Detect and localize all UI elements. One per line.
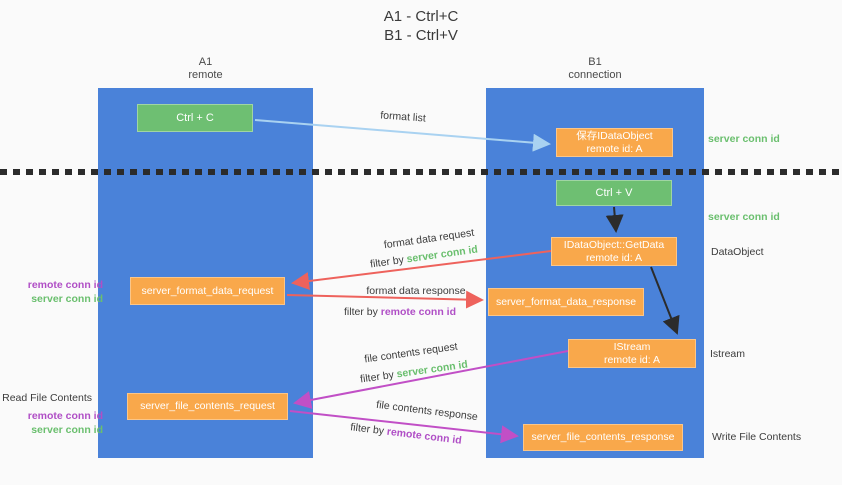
box-ctrl-v: Ctrl + V <box>556 180 672 206</box>
box-ctrl-c: Ctrl + C <box>137 104 253 132</box>
box-server-format-data-request-label: server_format_data_request <box>141 284 274 297</box>
diagram-title: A1 - Ctrl+C B1 - Ctrl+V <box>0 7 842 45</box>
box-server-format-data-response-label: server_format_data_response <box>495 295 637 308</box>
box-istream-line1: IStream <box>613 341 651 353</box>
lifeline-header-a1: A1 remote <box>98 56 313 82</box>
box-getdata-line2: remote id: A <box>585 251 643 264</box>
label-left-server-conn-id-1: server conn id <box>31 293 103 305</box>
label-left-remote-conn-id-2: remote conn id <box>27 410 103 422</box>
label-filter-by-remote-conn-id-1: filter by remote conn id <box>344 306 456 318</box>
box-save-dataobject-line2: remote id: A <box>586 142 643 155</box>
lifeline-a1-id: A1 <box>198 56 213 68</box>
remote-conn-id-text-2: remote conn id <box>386 425 463 447</box>
box-save-dataobject: 保存IDataObject remote id: A <box>556 128 673 157</box>
box-server-file-contents-request: server_file_contents_request <box>127 393 288 420</box>
title-line-1: A1 - Ctrl+C <box>383 8 459 25</box>
label-left-server-conn-id-2: server conn id <box>31 424 103 436</box>
box-idataobject-getdata: IDataObject::GetData remote id: A <box>551 237 677 266</box>
remote-conn-id-text-1: remote conn id <box>380 306 457 318</box>
box-getdata-line1: IDataObject::GetData <box>563 239 665 251</box>
label-file-contents-response: file contents response <box>375 398 479 424</box>
filter-by-text-2: filter by <box>343 306 381 318</box>
lifeline-a1-role: remote <box>188 69 223 81</box>
label-filter-by-remote-conn-id-2: filter by remote conn id <box>350 421 463 447</box>
filter-by-text-4: filter by <box>349 421 388 438</box>
label-right-write-file-contents: Write File Contents <box>712 431 802 443</box>
box-istream-line2: remote id: A <box>603 353 661 366</box>
box-save-dataobject-line1: 保存IDataObject <box>576 130 653 142</box>
box-ctrl-c-label: Ctrl + C <box>176 111 214 124</box>
box-server-file-contents-response: server_file_contents_response <box>523 424 683 451</box>
filter-by-text-1: filter by <box>369 253 408 271</box>
label-format-data-response: format data response <box>366 285 466 297</box>
label-right-istream: Istream <box>710 348 746 360</box>
server-conn-id-text-2: server conn id <box>395 358 469 381</box>
box-istream: IStream remote id: A <box>568 339 696 368</box>
label-right-server-conn-id-top: server conn id <box>708 133 780 145</box>
label-left-remote-conn-id-1: remote conn id <box>27 279 103 291</box>
lifeline-b1-id: B1 <box>588 56 602 68</box>
title-line-2: B1 - Ctrl+V <box>384 27 458 44</box>
label-right-dataobject: DataObject <box>711 246 764 258</box>
lifeline-b1-role: connection <box>568 69 622 81</box>
box-server-format-data-response: server_format_data_response <box>488 288 644 316</box>
filter-by-text-3: filter by <box>359 368 398 386</box>
label-left-conn-id-pair-2: remote conn id server conn id <box>8 409 103 437</box>
lifeline-header-b1: B1 connection <box>486 56 704 82</box>
box-ctrl-v-label: Ctrl + V <box>595 186 633 199</box>
label-right-server-conn-id-mid: server conn id <box>708 211 780 223</box>
box-server-file-contents-response-label: server_file_contents_response <box>531 431 675 443</box>
label-format-list: format list <box>379 109 427 125</box>
label-left-read-file-contents: Read File Contents <box>2 392 92 404</box>
label-left-conn-id-pair-1: remote conn id server conn id <box>8 278 103 306</box>
box-server-file-contents-request-label: server_file_contents_request <box>140 400 275 412</box>
box-server-format-data-request: server_format_data_request <box>130 277 285 305</box>
